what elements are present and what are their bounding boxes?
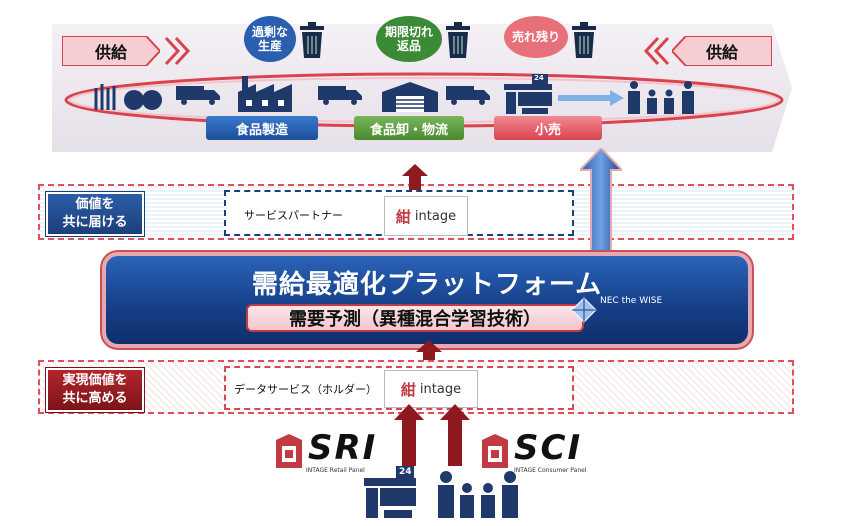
intage-logo-mark: 紺 bbox=[395, 207, 411, 226]
intage-logo-text: intage bbox=[419, 381, 462, 397]
bubble-overproduction-label: 過剰な 生産 bbox=[251, 25, 288, 53]
sci-logo-icon bbox=[482, 434, 508, 468]
convenience-store-icon: 24 bbox=[362, 466, 418, 518]
intage-logo-partner: 紺 intage bbox=[384, 196, 468, 236]
supply-left-label: 供給 bbox=[94, 43, 127, 62]
arrow-right-icon bbox=[558, 90, 624, 106]
sri-logo-text: SRI bbox=[308, 428, 378, 468]
chevron-right-icon bbox=[164, 36, 191, 66]
partner-band-label: 価値を 共に届ける bbox=[45, 191, 145, 237]
warehouse-icon bbox=[382, 82, 438, 112]
data-service-label: データサービス（ホルダー） bbox=[234, 383, 377, 396]
store-number: 24 bbox=[534, 74, 544, 82]
large-arrow-up-icon bbox=[580, 148, 622, 260]
platform-subtitle-text: 需要予測（異種混合学習技術） bbox=[289, 309, 541, 330]
platform-title: 需給最適化プラットフォーム bbox=[251, 270, 603, 300]
stage-food-manufacturing-label: 食品製造 bbox=[235, 122, 288, 138]
supply-right-label: 供給 bbox=[705, 43, 738, 62]
chevron-left-icon bbox=[643, 36, 670, 66]
bubble-expired-returns: 期限切れ 返品 bbox=[376, 16, 442, 62]
truck-icon bbox=[318, 86, 362, 105]
sci-subtitle: INTAGE Consumer Panel bbox=[514, 467, 587, 474]
trash-icon bbox=[572, 22, 596, 58]
intage-logo-data: 紺 intage bbox=[384, 370, 478, 408]
stage-wholesale-logistics: 食品卸・物流 bbox=[354, 116, 464, 140]
arrow-up-icon bbox=[402, 164, 428, 190]
family-icon bbox=[438, 471, 518, 518]
data-band-text: 実現価値を 共に高める bbox=[62, 373, 128, 406]
supply-right-tag: 供給 bbox=[672, 36, 772, 66]
intage-logo-mark: 紺 bbox=[400, 380, 416, 399]
trash-icon bbox=[446, 22, 470, 58]
arrow-up-icon bbox=[416, 340, 442, 368]
store-number: 24 bbox=[399, 467, 412, 477]
intage-logo-text: intage bbox=[414, 208, 457, 224]
nec-logo-icon bbox=[571, 297, 597, 323]
sri-logo-icon bbox=[276, 434, 302, 468]
farm-produce-icon bbox=[94, 84, 162, 110]
convenience-store-icon: 24 bbox=[502, 74, 554, 114]
truck-icon bbox=[446, 86, 490, 105]
platform-subtitle: 需要予測（異種混合学習技術） bbox=[246, 304, 584, 332]
service-partner-label: サービスパートナー bbox=[244, 209, 343, 222]
sri-subtitle: INTAGE Retail Panel bbox=[306, 467, 365, 474]
factory-icon bbox=[238, 76, 292, 112]
partner-band-text: 価値を 共に届ける bbox=[62, 197, 128, 230]
bubble-unsold-label: 売れ残り bbox=[511, 30, 560, 44]
stage-food-manufacturing: 食品製造 bbox=[206, 116, 318, 140]
sci-logo-text: SCI bbox=[514, 428, 583, 468]
data-band-label: 実現価値を 共に高める bbox=[45, 367, 145, 413]
stage-retail-label: 小売 bbox=[534, 122, 561, 138]
stage-wholesale-label: 食品卸・物流 bbox=[369, 122, 448, 138]
truck-icon bbox=[176, 86, 220, 105]
nec-the-wise-logo: NEC the WISE bbox=[600, 296, 663, 306]
bubble-overproduction: 過剰な 生産 bbox=[244, 16, 296, 62]
stage-retail: 小売 bbox=[494, 116, 602, 140]
arrow-up-icon bbox=[394, 404, 424, 466]
supply-left-tag: 供給 bbox=[62, 36, 160, 66]
bubble-expired-label: 期限切れ 返品 bbox=[384, 25, 433, 53]
demand-supply-platform: 需給最適化プラットフォーム 需要予測（異種混合学習技術） NEC the WIS… bbox=[106, 256, 748, 344]
bubble-unsold: 売れ残り bbox=[504, 16, 568, 58]
trash-icon bbox=[300, 22, 324, 58]
arrow-up-icon bbox=[440, 404, 470, 466]
family-icon bbox=[628, 81, 694, 114]
